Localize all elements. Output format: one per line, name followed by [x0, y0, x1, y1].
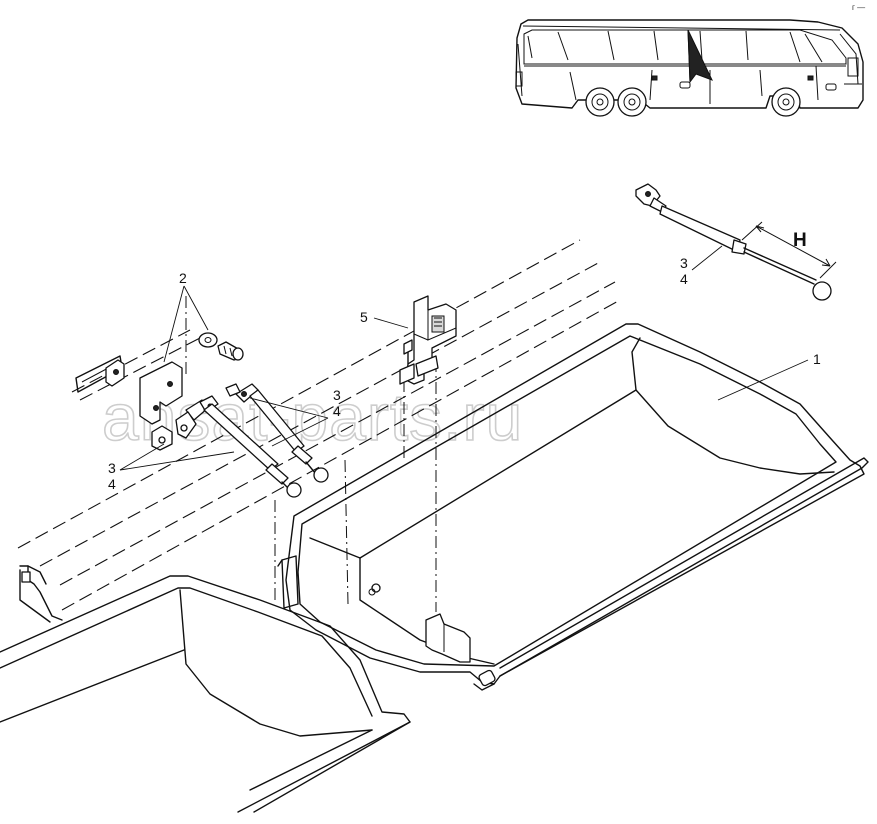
- leader-lines: [119, 245, 809, 471]
- callout-part-1: 1: [813, 351, 821, 367]
- callout-part-5: 5: [360, 309, 368, 325]
- hinge-assembly: [75, 332, 244, 451]
- callout-part-4-center: 4: [333, 403, 341, 419]
- gas-stay-detail: [635, 183, 837, 301]
- luggage-tray-part-1: [277, 323, 869, 691]
- callout-part-3-right: 3: [680, 255, 688, 271]
- dimension-label-h: H: [793, 230, 807, 251]
- corner-mark: г —: [852, 3, 865, 12]
- gas-stay-lower: [175, 395, 302, 498]
- callout-part-2: 2: [179, 270, 187, 286]
- callout-part-3-center: 3: [333, 387, 341, 403]
- reference-lines: [17, 239, 621, 612]
- left-luggage-tray: [0, 565, 411, 813]
- callout-part-4-right: 4: [680, 271, 688, 287]
- callout-part-3-left: 3: [108, 460, 116, 476]
- bus-locator-illustration: [515, 19, 864, 117]
- callout-part-4-left: 4: [108, 476, 116, 492]
- latch-part-5: [399, 295, 457, 385]
